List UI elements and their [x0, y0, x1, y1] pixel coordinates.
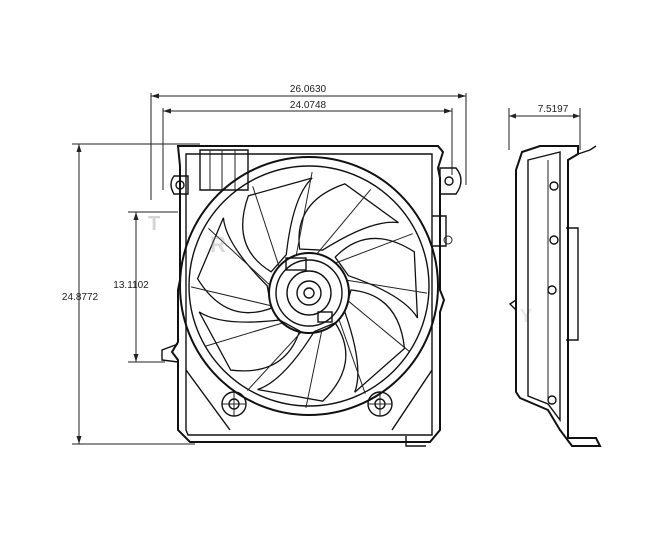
shroud-frame [170, 145, 446, 447]
svg-text:R: R [210, 232, 226, 257]
watermark: T R Y [148, 213, 532, 326]
support-strut [295, 171, 313, 256]
support-strut [252, 186, 280, 267]
dimension-motor-height: 13.1102 [113, 211, 178, 363]
depth-label: 7.5197 [538, 104, 569, 115]
support-strut [205, 322, 283, 347]
dimension-depth: 7.5197 [508, 104, 581, 150]
motor-height-label: 13.1102 [113, 280, 149, 291]
inner-width-label: 24.0748 [290, 100, 327, 111]
fan-blade [196, 217, 272, 314]
mounting-ear-right [439, 167, 462, 195]
dimension-overall-height: 24.8772 [62, 143, 200, 445]
support-strut [208, 227, 271, 286]
support-strut [190, 286, 272, 307]
support-strut [316, 189, 372, 255]
support-strut [335, 233, 413, 264]
support-strut [338, 319, 366, 394]
fan-blade [298, 183, 399, 251]
fan-blades [196, 177, 419, 402]
side-tab-left [161, 343, 179, 363]
support-strut [246, 331, 302, 391]
fan-blade [334, 237, 419, 319]
support-strut [347, 300, 410, 353]
dimension-inner-width: 24.0748 [162, 100, 453, 190]
mounting-boss-right [367, 391, 393, 417]
support-strut [346, 279, 428, 294]
overall-height-label: 24.8772 [62, 292, 99, 303]
svg-text:Y: Y [520, 306, 532, 326]
motor-support-struts [190, 171, 428, 409]
side-view [508, 145, 602, 447]
dimension-overall-width: 26.0630 [150, 84, 467, 200]
support-strut [305, 330, 323, 409]
svg-text:T: T [148, 213, 160, 235]
mounting-ear-left [170, 175, 189, 195]
fan-ring [179, 156, 439, 416]
fan-blade [242, 177, 313, 273]
mounting-boss-left [221, 391, 247, 417]
fan-blade [257, 322, 347, 402]
fan-blade [198, 311, 301, 372]
overall-width-label: 26.0630 [290, 84, 327, 95]
fan-blade [344, 289, 406, 393]
motor-hub [268, 252, 350, 334]
wiring-connector [432, 215, 453, 247]
